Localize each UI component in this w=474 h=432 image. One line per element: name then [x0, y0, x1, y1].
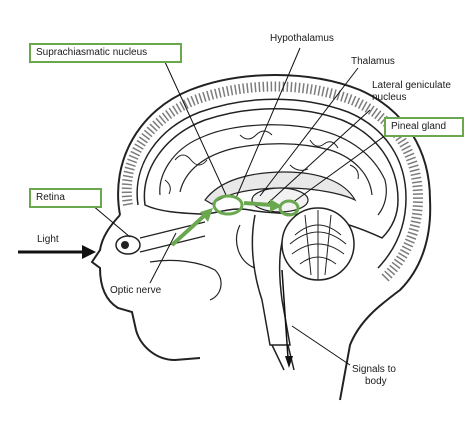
label-light: Light	[37, 234, 59, 245]
label-pineal-gland: Pineal gland	[384, 117, 464, 137]
label-signals-line1: Signals to	[352, 364, 396, 375]
green-arrow-optic-head	[200, 208, 213, 222]
green-arrow-scn-to-pineal	[243, 201, 273, 207]
leader-lateral-geniculate	[265, 109, 371, 206]
cerebellum-folia	[289, 210, 347, 280]
gyri-outer	[159, 124, 387, 216]
gyri-inner	[179, 143, 373, 196]
label-thalamus: Thalamus	[351, 56, 395, 67]
label-hypothalamus: Hypothalamus	[270, 33, 334, 44]
pineal-circle	[278, 199, 300, 217]
leader-retina	[91, 204, 131, 238]
leader-hypothalamus	[235, 47, 301, 199]
label-signals-line2: body	[365, 376, 387, 387]
green-arrow-scn-to-pineal-head	[270, 199, 282, 212]
scn-circle	[212, 194, 244, 216]
nasal-cavity	[149, 259, 222, 301]
pupil	[121, 241, 129, 249]
head-outline	[117, 74, 432, 401]
leader-signals	[291, 325, 351, 366]
light-arrow-head	[82, 245, 96, 259]
signals-arrow-shaft	[281, 269, 289, 359]
leader-lines	[91, 47, 387, 366]
green-highlights	[170, 194, 300, 247]
leader-pineal	[291, 134, 387, 204]
pons	[235, 224, 256, 269]
skull-inner	[136, 98, 407, 269]
leader-suprachiasmatic	[164, 61, 227, 196]
label-optic-nerve: Optic nerve	[110, 285, 162, 296]
skull-layer	[121, 81, 424, 282]
label-retina: Retina	[29, 188, 102, 208]
label-suprachiasmatic-nucleus: Suprachiasmatic nucleus	[29, 43, 182, 63]
gyri-detail	[164, 130, 359, 195]
green-arrow-optic	[170, 213, 207, 247]
leader-thalamus	[259, 67, 359, 197]
leader-optic-nerve	[149, 232, 177, 284]
label-lateral-geniculate-line2: nucleus	[372, 92, 407, 103]
face-profile	[90, 214, 201, 362]
signals-arrow-head	[285, 356, 293, 368]
label-lateral-geniculate-line1: Lateral geniculate	[372, 80, 451, 91]
